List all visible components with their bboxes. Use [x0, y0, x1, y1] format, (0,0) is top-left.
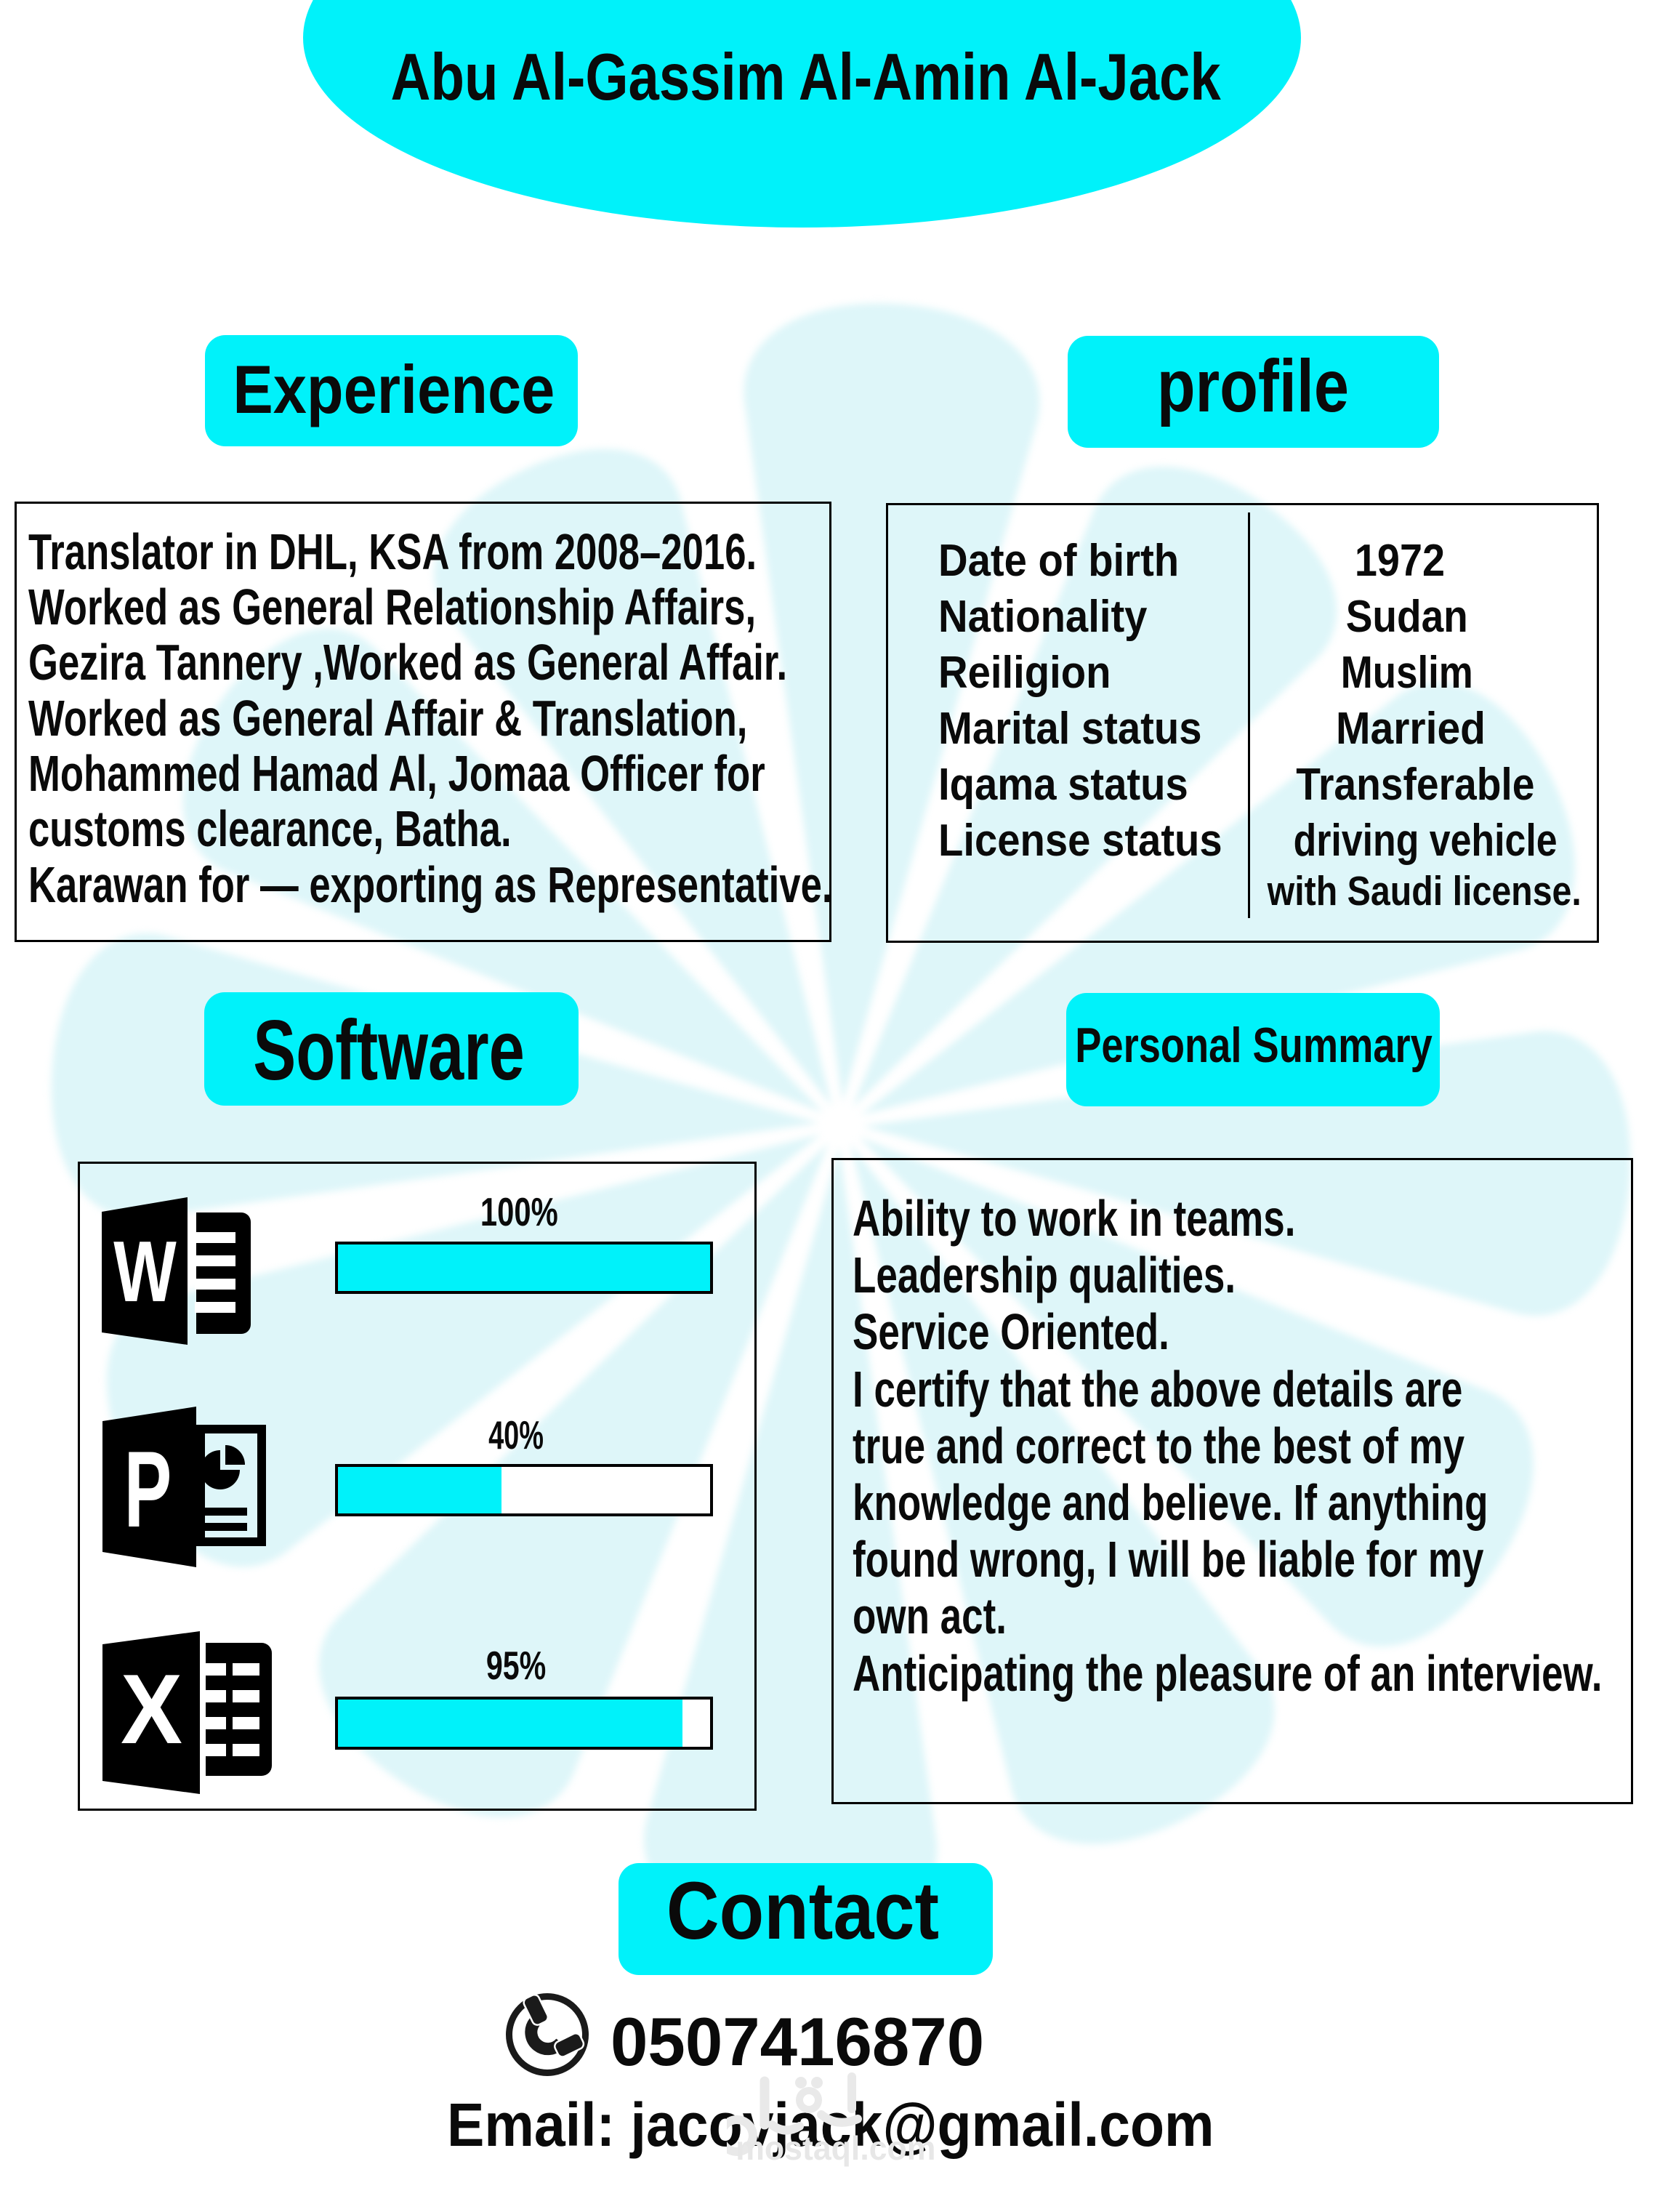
svg-text:P: P [124, 1428, 172, 1549]
svg-text:X: X [121, 1654, 182, 1764]
svg-text:W: W [113, 1223, 177, 1319]
